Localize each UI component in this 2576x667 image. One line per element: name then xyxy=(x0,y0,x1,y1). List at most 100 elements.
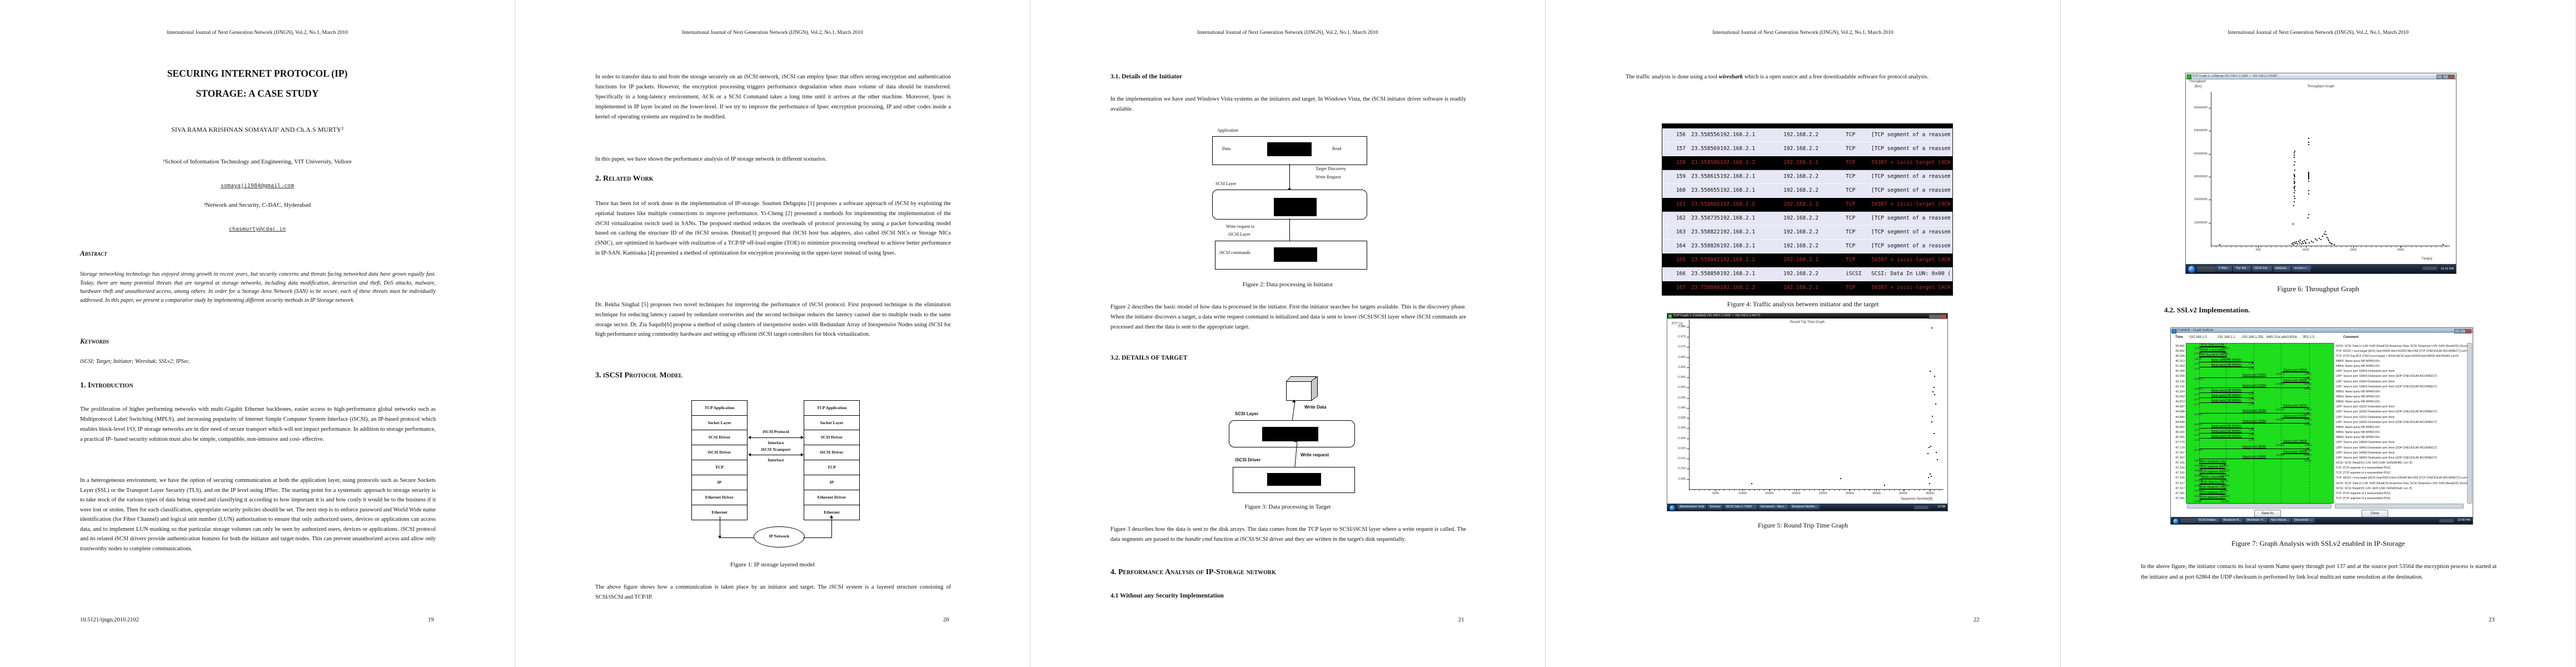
packet-info: [TCP segment of a reassembl xyxy=(1871,243,1950,249)
taskbar-button[interactable]: Broadcom NetXtre... xyxy=(1790,505,1820,510)
packet-row[interactable]: 167 23.750840 192.168.2.2 192.168.2.1 TC… xyxy=(1662,281,1952,295)
handle-cmd-term: handle cmd xyxy=(1185,536,1212,542)
flow-row-time: 41.063 xyxy=(2175,365,2185,369)
flow-row-time: 42.009 xyxy=(2175,375,2185,379)
minimize-button[interactable] xyxy=(2437,74,2443,79)
time-column-header: Time xyxy=(2175,336,2183,339)
packet-no: 158 xyxy=(1676,160,1686,166)
quick-launch-icons[interactable] xyxy=(2180,518,2196,523)
system-tray[interactable] xyxy=(2423,267,2437,270)
window-title-bar[interactable]: TCP Graph 1: (Untitled) 192.168.5.1:3260… xyxy=(1667,313,1947,319)
packet-row[interactable]: 162 23.558735 192.168.2.1 192.168.2.2 TC… xyxy=(1662,212,1952,226)
close-button[interactable] xyxy=(1940,314,1946,319)
packet-source: 192.168.2.1 xyxy=(1720,173,1755,180)
packet-no: 167 xyxy=(1676,285,1686,291)
flow-source-port: (137) xyxy=(2194,428,2200,431)
flow-dest-port: (3260) xyxy=(2194,484,2202,487)
packet-row[interactable]: 160 23.558655 192.168.2.1 192.168.2.2 TC… xyxy=(1662,184,1952,198)
save-as-button[interactable]: Save As xyxy=(2254,510,2281,517)
keywords-heading: Keywords xyxy=(80,337,109,345)
flow-dest-port: (5355) xyxy=(2304,372,2312,375)
taskbar-button[interactable]: Services xyxy=(1707,505,1723,510)
affiliation-2: ²Network and Security, C-DAC, Hyderabad xyxy=(203,202,311,208)
packet-row[interactable]: 163 23.558822 192.168.2.1 192.168.2.2 TC… xyxy=(1662,226,1952,240)
packet-info: [TCP segment of a reassembl xyxy=(1871,187,1950,193)
flow-row-comment: iSCSI: SCSI: Data In LUN: 0x00 (Read(10)… xyxy=(2336,344,2467,348)
packet-row[interactable]: 159 23.558615 192.168.2.1 192.168.2.2 TC… xyxy=(1662,170,1952,184)
taskbar-button[interactable]: Wireshark: Fl... xyxy=(2244,518,2268,523)
target-discovery-label: Target Discovery xyxy=(1316,166,1347,171)
window-title-bar[interactable]: TCP Graph 2: a.libpcap 192.168.2.1:3260 … xyxy=(2186,73,2456,79)
flow-row-label: Source port: 62064 xyxy=(2283,379,2307,382)
flow-row-comment: TCP: [TCP Dup ACK 275#1] iscsi-target > … xyxy=(2336,354,2459,358)
related-work-paragraph-2: Dr. Rekha Singhal [5] proposes two novel… xyxy=(595,302,951,338)
packet-protocol: TCP xyxy=(1846,160,1856,166)
graph-analysis-window: (Untitled) - Graph Analysis Time 192.168… xyxy=(2171,328,2473,525)
packet-no: 166 xyxy=(1676,271,1686,277)
vertical-scrollbar[interactable] xyxy=(2467,343,2472,504)
taskbar-button[interactable]: iSCSI Initiator... xyxy=(2196,518,2220,523)
window-title-bar[interactable]: (Untitled) - Graph Analysis xyxy=(2171,328,2473,334)
packet-no: 164 xyxy=(1676,243,1686,249)
system-tray[interactable] xyxy=(1914,506,1929,509)
packet-info: [TCP segment of a reassembl xyxy=(1871,229,1950,235)
quick-launch-icons[interactable] xyxy=(2197,266,2216,272)
page-20: International Journal of Next Generation… xyxy=(515,0,1030,667)
flow-dest-port: (3260) xyxy=(2221,464,2229,467)
start-button-icon[interactable] xyxy=(2173,517,2179,525)
email-link-2[interactable]: chasmurty@cdac.in xyxy=(228,226,286,232)
partial-packet-row[interactable] xyxy=(1662,124,1952,128)
packet-no: 165 xyxy=(1676,257,1686,263)
arrowhead-up-icon xyxy=(1294,439,1297,442)
x-minor-ticks xyxy=(2211,246,2450,247)
packet-row[interactable]: 156 23.558556 192.168.2.1 192.168.2.2 TC… xyxy=(1662,128,1952,142)
y-axis-unit: [B/s] xyxy=(2195,85,2202,88)
close-button[interactable] xyxy=(2449,74,2455,79)
flow-arrowhead-icon xyxy=(2224,462,2226,465)
stack-layer: TCP Application xyxy=(691,400,748,416)
flow-dest-port: (5355) xyxy=(2304,377,2312,381)
start-button-icon[interactable] xyxy=(2188,265,2196,273)
packet-row[interactable]: 165 23.558842 192.168.2.2 192.168.2.1 TC… xyxy=(1662,253,1952,267)
packet-row[interactable]: 166 23.558850 192.168.2.1 192.168.2.2 iS… xyxy=(1662,267,1952,281)
scsi-layer-label: SCSI Layer xyxy=(1235,411,1259,416)
flow-row-time: 47.267 xyxy=(2175,451,2185,455)
packet-row[interactable]: 161 23.558666 192.168.2.2 192.168.2.1 TC… xyxy=(1662,198,1952,212)
horizontal-scrollbar[interactable] xyxy=(2335,504,2464,509)
close-button[interactable] xyxy=(2465,328,2472,334)
taskbar-button[interactable]: Administrative Tools xyxy=(1677,505,1707,510)
system-tray[interactable] xyxy=(2439,519,2454,522)
taskbar-button[interactable]: disk[sda... xyxy=(2273,266,2291,272)
ip-network-label: IP Network xyxy=(769,534,790,539)
flow-row-time: 40.004 xyxy=(2175,354,2185,358)
taskbar-button[interactable]: iSCSI Init... xyxy=(2252,266,2272,272)
section-4-2-heading: 4.2. SSLv2 Implementation. xyxy=(2164,306,2250,314)
app-icon xyxy=(2187,74,2191,79)
start-button-icon[interactable] xyxy=(1669,504,1676,511)
email-link-1[interactable]: somayaji1984@gmail.com xyxy=(220,183,295,189)
taskbar-button[interactable]: iSCSI Cake 1.7.0922 ... xyxy=(1723,505,1757,510)
taskbar-button[interactable]: The Wir... xyxy=(2233,266,2251,272)
flow-row-arrow xyxy=(2281,382,2309,383)
flow-source-port: (54658) xyxy=(2276,454,2285,457)
figure2-caption: Figure 2: Data processing in Initiator xyxy=(1242,281,1333,288)
maximize-button[interactable] xyxy=(2443,74,2449,79)
packet-row[interactable]: 157 23.558569 192.168.2.1 192.168.2.2 TC… xyxy=(1662,142,1952,156)
protocol-interface-arrow xyxy=(749,437,803,438)
taskbar-button[interactable]: New Volume... xyxy=(2269,518,2291,523)
close-dialog-button[interactable]: Close xyxy=(2361,510,2388,517)
flow-source-port: (49160) xyxy=(2221,357,2230,360)
packet-row[interactable]: 158 23.558580 192.168.2.2 192.168.2.1 TC… xyxy=(1662,156,1952,170)
packet-row[interactable]: 164 23.558826 192.168.2.1 192.168.2.2 TC… xyxy=(1662,240,1952,253)
flow-dest-port: (137) xyxy=(2249,392,2255,396)
taskbar-button[interactable]: Broadcom N... xyxy=(2221,518,2244,523)
taskbar-button[interactable]: 2 Wire... xyxy=(2216,266,2233,272)
app-icon xyxy=(1668,314,1672,318)
taskbar-button[interactable]: Document1 - Micro... xyxy=(1758,505,1789,510)
taskbar-button[interactable]: screen s... xyxy=(2292,266,2311,272)
flow-arrowhead-icon xyxy=(2224,488,2226,491)
horizontal-scrollbar[interactable] xyxy=(2187,504,2331,509)
packet-source: 192.168.2.2 xyxy=(1720,160,1755,166)
taskbar-button[interactable]: Document1 -... xyxy=(2292,518,2315,523)
figure5-caption: Figure 5: Round Trip Time Graph xyxy=(1757,521,1848,529)
